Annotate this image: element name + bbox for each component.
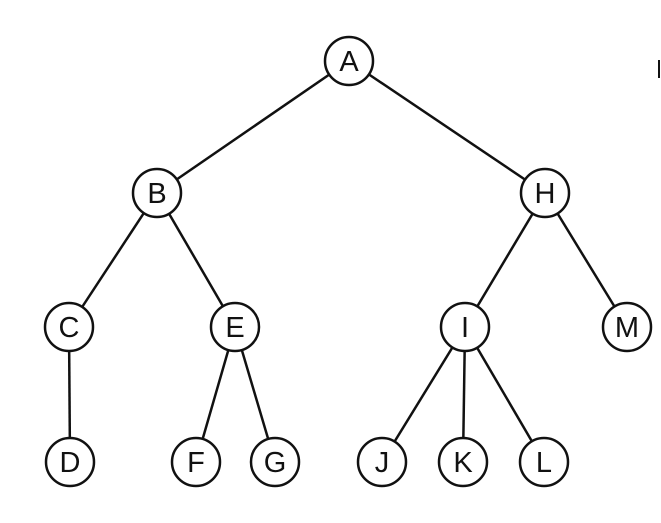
- node-i: I: [439, 301, 491, 353]
- node-circle: [437, 436, 489, 488]
- edge-i-j: [380, 326, 467, 463]
- node-label: G: [264, 447, 287, 479]
- edge-a-h: [348, 59, 546, 195]
- node-k: K: [437, 436, 489, 488]
- node-circle: [356, 436, 408, 488]
- node-label: M: [615, 312, 639, 344]
- node-g: G: [249, 436, 301, 488]
- node-label: F: [187, 447, 205, 479]
- node-b: B: [131, 167, 183, 219]
- node-label: I: [461, 312, 469, 344]
- node-label: C: [59, 312, 80, 344]
- edge-i-l: [463, 326, 546, 463]
- nodes-layer: A B H C E I M D F G J K L: [43, 35, 653, 488]
- node-circle: [131, 167, 183, 219]
- node-circle: [209, 301, 261, 353]
- node-label: E: [225, 312, 244, 344]
- edge-a-b: [156, 59, 350, 195]
- edge-b-e: [155, 192, 237, 328]
- node-circle: [519, 167, 571, 219]
- node-circle: [518, 436, 570, 488]
- node-label: L: [536, 447, 552, 479]
- node-circle: [170, 436, 222, 488]
- edge-h-m: [543, 192, 629, 328]
- node-a: A: [323, 35, 375, 87]
- node-label: D: [60, 447, 81, 479]
- edge-b-c: [67, 192, 159, 328]
- node-f: F: [170, 436, 222, 488]
- node-label: J: [375, 447, 390, 479]
- node-circle: [44, 436, 96, 488]
- node-h: H: [519, 167, 571, 219]
- node-e: E: [209, 301, 261, 353]
- node-circle: [601, 301, 653, 353]
- node-circle: [249, 436, 301, 488]
- node-label: K: [453, 447, 473, 479]
- node-c: C: [43, 301, 95, 353]
- node-d: D: [44, 436, 96, 488]
- node-label: A: [339, 46, 359, 78]
- node-label: H: [535, 178, 556, 210]
- node-circle: [43, 301, 95, 353]
- node-j: J: [356, 436, 408, 488]
- node-circle: [439, 301, 491, 353]
- node-l: L: [518, 436, 570, 488]
- edges-layer: [67, 59, 629, 463]
- edge-h-i: [463, 192, 547, 328]
- node-label: B: [147, 178, 166, 210]
- node-m: M: [601, 301, 653, 353]
- node-circle: [323, 35, 375, 87]
